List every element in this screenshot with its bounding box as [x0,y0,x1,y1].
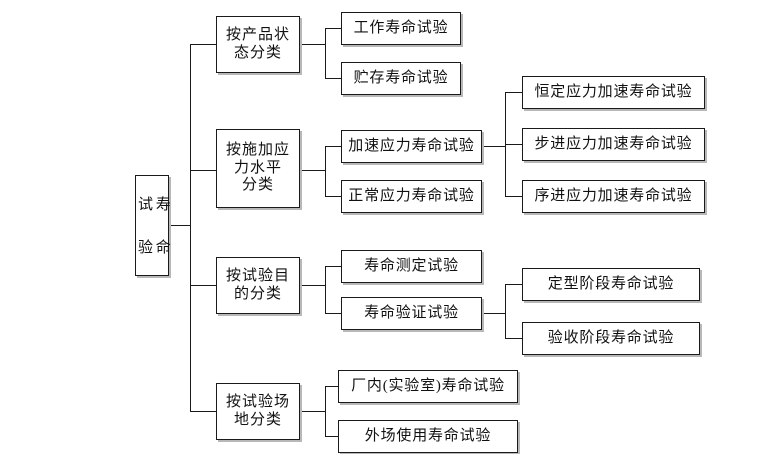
edge-branch3-spine [325,266,326,313]
edge-verification-to-leaf1 [505,284,522,285]
node-leaf-working-life[interactable]: 工作寿命试验 [341,12,461,45]
edge-trunk-to-branch-4 [190,411,216,412]
edge-branch4-to-leaf2 [325,436,338,437]
node-leaf-accelerated-stress[interactable]: 加速应力寿命试验 [341,130,482,163]
node-leaf-life-measurement[interactable]: 寿命测定试验 [341,250,482,283]
edge-branch4-stem [300,411,326,412]
edge-branch3-to-leaf2 [325,313,341,314]
edge-branch1-spine [325,28,326,78]
node-leaf-progressive-stress[interactable]: 序进应力加速寿命试验 [522,180,705,213]
node-branch-test-purpose[interactable]: 按试验目 的分类 [216,257,300,314]
edge-branch2-stem [300,170,326,171]
edge-verification-to-leaf2 [505,338,522,339]
edge-verification-spine [505,284,506,338]
edge-main-trunk [190,44,191,411]
node-root-life-test[interactable]: 寿 命 试 验 [135,175,170,276]
node-leaf-normal-stress[interactable]: 正常应力寿命试验 [341,180,482,213]
edge-verification-stem [482,313,506,314]
node-leaf-storage-life[interactable]: 贮存寿命试验 [341,62,461,95]
edge-accelerated-to-leaf2 [505,144,522,145]
node-leaf-finalization-stage[interactable]: 定型阶段寿命试验 [522,268,700,301]
edge-trunk-to-branch-2 [190,170,216,171]
edge-branch2-spine [325,146,326,196]
node-leaf-life-verification[interactable]: 寿命验证试验 [341,297,482,330]
edge-branch1-to-leaf1 [325,28,341,29]
edge-trunk-to-branch-3 [190,285,216,286]
edge-branch1-stem [300,44,326,45]
node-leaf-acceptance-stage[interactable]: 验收阶段寿命试验 [522,322,700,355]
edge-accelerated-stem [482,146,506,147]
edge-branch3-to-leaf1 [325,266,341,267]
edge-branch4-spine [325,386,326,436]
edge-branch3-stem [300,285,326,286]
edge-branch4-to-leaf1 [325,386,338,387]
node-branch-test-site[interactable]: 按试验场 地分类 [216,383,300,440]
node-branch-product-state[interactable]: 按产品状 态分类 [216,16,300,73]
node-leaf-constant-stress[interactable]: 恒定应力加速寿命试验 [522,76,705,109]
edge-accelerated-to-leaf1 [505,92,522,93]
node-leaf-step-stress[interactable]: 步进应力加速寿命试验 [522,128,705,161]
node-branch-stress-level[interactable]: 按施加应 力水平 分类 [216,129,300,208]
edge-accelerated-to-leaf3 [505,196,522,197]
node-leaf-field-use[interactable]: 外场使用寿命试验 [338,420,518,453]
node-leaf-in-plant-lab[interactable]: 厂内(实验室)寿命试验 [338,370,518,403]
edge-root-to-trunk [168,225,191,226]
edge-branch1-to-leaf2 [325,78,341,79]
edge-trunk-to-branch-1 [190,44,216,45]
edge-branch2-to-leaf1 [325,146,341,147]
edge-branch2-to-leaf2 [325,196,341,197]
